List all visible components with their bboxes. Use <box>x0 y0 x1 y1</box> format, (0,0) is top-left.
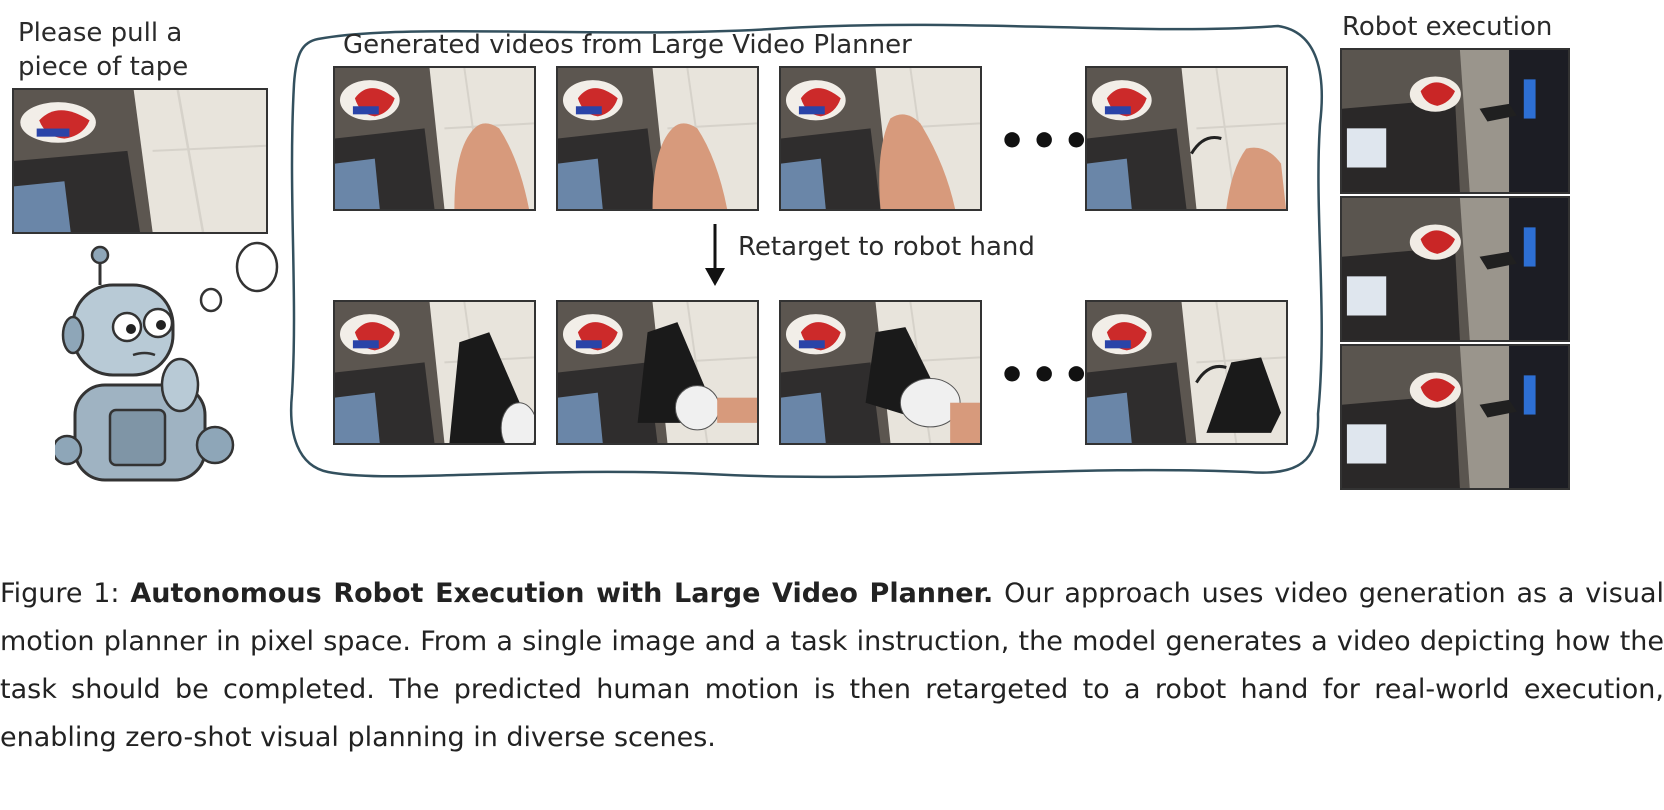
thought-bubble-icon <box>199 241 279 313</box>
generated-frame-2 <box>556 66 759 211</box>
retargeted-frame-3 <box>779 300 982 445</box>
caption-prefix: Figure 1: <box>0 578 120 609</box>
generated-frame-1 <box>333 66 536 211</box>
down-arrow-icon <box>705 224 725 286</box>
ellipsis-top: ••• <box>998 116 1095 167</box>
center-panel-title: Generated videos from Large Video Planne… <box>343 30 912 60</box>
generated-frame-n <box>1085 66 1288 211</box>
caption-title: Autonomous Robot Execution with Large Vi… <box>130 578 994 609</box>
retargeted-frame-n <box>1085 300 1288 445</box>
figure-caption: Figure 1: Autonomous Robot Execution wit… <box>0 570 1664 762</box>
planner-cloud <box>289 23 1323 479</box>
generated-frame-3 <box>779 66 982 211</box>
retargeted-frame-2 <box>556 300 759 445</box>
ellipsis-bottom: ••• <box>998 350 1095 401</box>
caption-body: Our approach uses video generation as a … <box>0 578 1664 753</box>
right-panel-title: Robot execution <box>1342 12 1553 42</box>
robot-thinking-icon <box>55 245 235 482</box>
retarget-label: Retarget to robot hand <box>738 232 1035 262</box>
retargeted-frame-1 <box>333 300 536 445</box>
instruction-text: Please pull a piece of tape <box>18 18 189 82</box>
input-image <box>12 88 268 234</box>
robot-execution-frame-2 <box>1340 196 1570 342</box>
robot-execution-frame-1 <box>1340 48 1570 194</box>
robot-execution-frame-3 <box>1340 344 1570 490</box>
